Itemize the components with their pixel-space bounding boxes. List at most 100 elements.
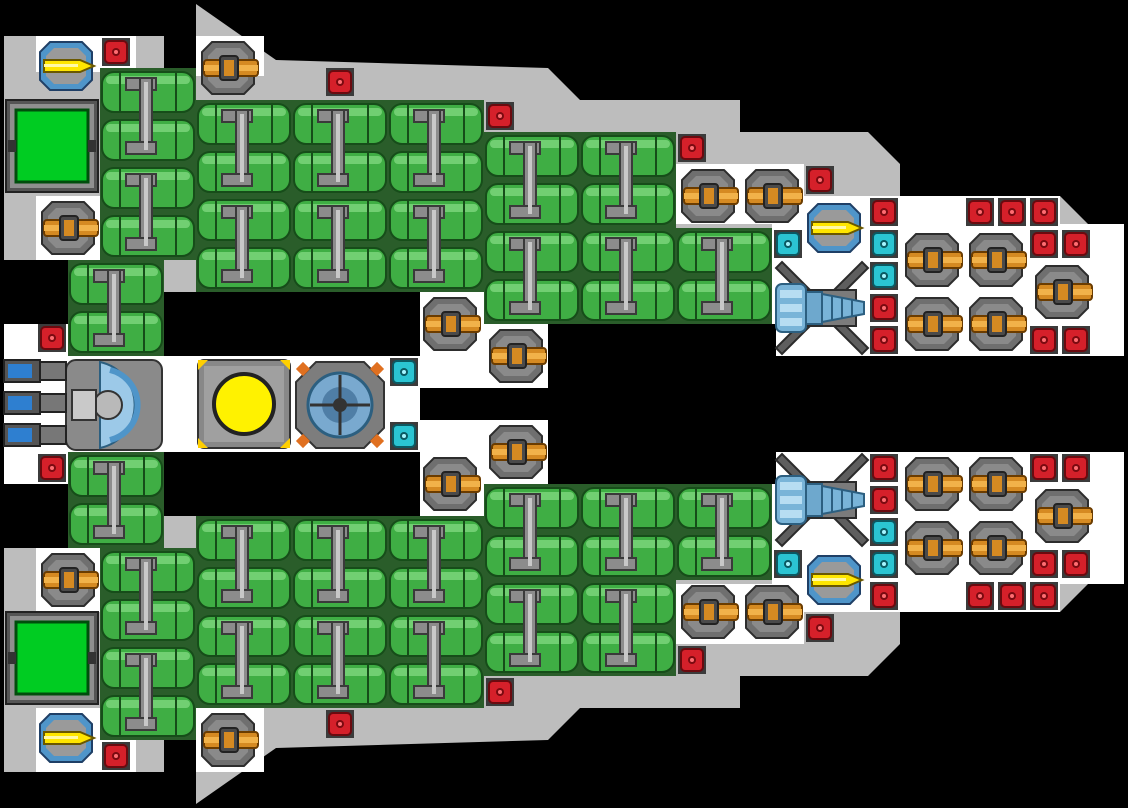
hangar-bay-icon[interactable] — [4, 98, 100, 194]
cyan-sensor-block-icon — [389, 357, 419, 387]
red-armor-block-icon — [869, 581, 899, 611]
engine-thrusters — [3, 359, 67, 447]
cyan-sensor-block-icon — [869, 549, 899, 579]
cyan-sensor-block-icon — [869, 229, 899, 259]
engine-thruster-icon — [3, 423, 67, 447]
ammo-tank-icon — [195, 611, 293, 709]
cyan-sensor-block-icon — [389, 421, 419, 451]
laser-turret-icon[interactable] — [39, 41, 95, 91]
red-armor-block-icon — [997, 581, 1027, 611]
red-armor-block-icon — [325, 709, 355, 739]
cyan-sensor-block-icon — [869, 261, 899, 291]
red-armor-block-icon — [325, 67, 355, 97]
ammo-tank-icon — [291, 99, 389, 197]
red-armor-block-icon — [485, 101, 515, 131]
engine-thruster-icon — [3, 359, 67, 383]
ammo-tank-icon — [483, 131, 581, 229]
red-armor-block-icon — [1029, 325, 1059, 355]
red-armor-block-icon — [869, 293, 899, 323]
cannon-turret-icon[interactable] — [423, 297, 481, 351]
red-armor-block-icon — [677, 645, 707, 675]
red-armor-block-icon — [101, 741, 131, 771]
red-armor-block-icon — [869, 485, 899, 515]
cannon-turret-icon[interactable] — [905, 233, 963, 287]
ammo-tank-icon — [675, 227, 773, 325]
ammo-tank-icon — [67, 451, 165, 549]
ammo-tank-icon — [675, 483, 773, 581]
red-armor-block-icon — [869, 325, 899, 355]
ammo-tank-icon — [291, 611, 389, 709]
cannon-turret-icon[interactable] — [969, 521, 1027, 575]
cannon-turret-icon[interactable] — [1035, 265, 1093, 319]
cannon-turret-icon[interactable] — [201, 713, 259, 767]
cyan-sensor-block-icon — [869, 517, 899, 547]
red-armor-block-icon — [965, 581, 995, 611]
ammo-tank-icon — [387, 195, 485, 293]
cannon-turret-icon[interactable] — [41, 553, 99, 607]
shield-generator[interactable] — [295, 361, 385, 449]
cyan-sensor-block-icon — [773, 229, 803, 259]
cannon-turret-icon[interactable] — [905, 521, 963, 575]
red-armor-block-icon — [677, 133, 707, 163]
ammo-tank-icon — [483, 579, 581, 677]
laser-turret-icon[interactable] — [807, 555, 863, 605]
cannon-turret-icon[interactable] — [905, 457, 963, 511]
cyan-sensor-block-icon — [773, 549, 803, 579]
red-armor-block-icon — [805, 613, 835, 643]
red-armor-block-icon — [1029, 197, 1059, 227]
cannon-turret-icon[interactable] — [1035, 489, 1093, 543]
cannon-turret-icon[interactable] — [969, 457, 1027, 511]
red-armor-block-icon — [805, 165, 835, 195]
ammo-tank-icon — [579, 131, 677, 229]
ammo-tank-icon — [99, 67, 197, 165]
ammo-tank-icon — [291, 195, 389, 293]
ammo-tank-icon — [387, 515, 485, 613]
cannon-turret-icon[interactable] — [201, 41, 259, 95]
ammo-tank-icon — [195, 99, 293, 197]
cannon-turret-icon[interactable] — [745, 169, 803, 223]
ammo-tank-icon — [99, 643, 197, 741]
red-armor-block-icon — [101, 37, 131, 67]
ammo-tank-icon — [99, 547, 197, 645]
red-armor-block-icon — [869, 453, 899, 483]
engine-thruster-icon — [3, 391, 67, 415]
ammo-tank-icon — [579, 579, 677, 677]
cannon-turret-icon[interactable] — [905, 297, 963, 351]
ammo-tank-icon — [67, 259, 165, 357]
cannon-turret-icon[interactable] — [745, 585, 803, 639]
red-armor-block-icon — [37, 323, 67, 353]
ammo-tank-icon — [387, 99, 485, 197]
red-armor-block-icon — [1029, 453, 1059, 483]
cannon-turret-icon[interactable] — [681, 585, 739, 639]
cannon-turret-icon[interactable] — [489, 425, 547, 479]
red-armor-block-icon — [1061, 229, 1091, 259]
red-armor-block-icon — [485, 677, 515, 707]
red-armor-block-icon — [1029, 581, 1059, 611]
laser-turret-icon[interactable] — [39, 713, 95, 763]
ammo-tank-icon — [483, 483, 581, 581]
ammo-tank-icon — [387, 611, 485, 709]
cannon-turret-icon[interactable] — [681, 169, 739, 223]
red-armor-block-icon — [37, 453, 67, 483]
red-armor-block-icon — [1061, 453, 1091, 483]
red-armor-block-icon — [965, 197, 995, 227]
ammo-tank-icon — [579, 227, 677, 325]
ammo-tank-icon — [291, 515, 389, 613]
cannon-turret-icon[interactable] — [489, 329, 547, 383]
laser-turret-icon[interactable] — [807, 203, 863, 253]
cannon-turret-icon[interactable] — [423, 457, 481, 511]
reactor-core[interactable] — [197, 359, 291, 449]
ammo-tank-icon — [99, 163, 197, 261]
ammo-tank-icon — [195, 195, 293, 293]
cannon-turret-icon[interactable] — [41, 201, 99, 255]
red-armor-block-icon — [1029, 229, 1059, 259]
ammo-tank-icon — [483, 227, 581, 325]
interior-void — [164, 292, 776, 516]
cannon-turret-icon[interactable] — [969, 233, 1027, 287]
cannon-turret-icon[interactable] — [969, 297, 1027, 351]
hangar-bay-icon[interactable] — [4, 610, 100, 706]
command-bridge[interactable] — [65, 359, 163, 451]
ammo-tank-icon — [195, 515, 293, 613]
